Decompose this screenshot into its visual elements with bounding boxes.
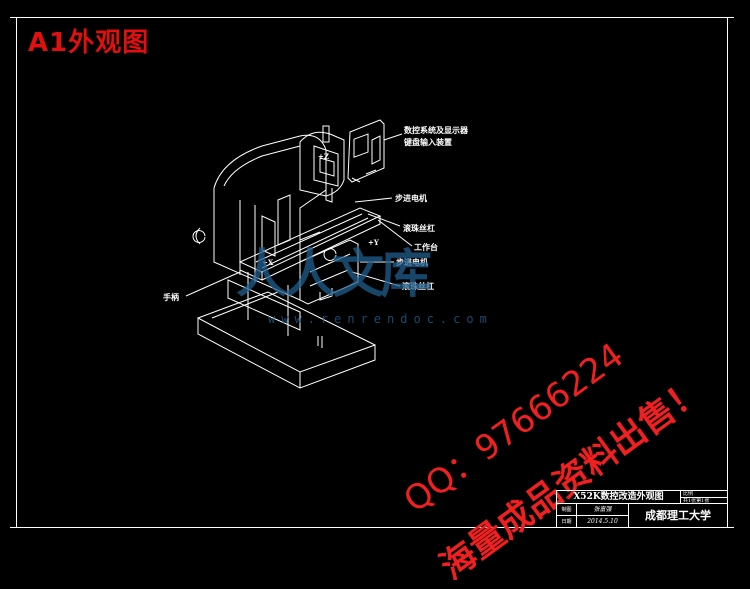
axis-label-y: +Y: [368, 238, 379, 247]
callout-ball-screw-mid: 滚珠丝杠: [402, 281, 434, 291]
callout-handle: 手柄: [163, 292, 179, 302]
axis-label-x: +X: [262, 258, 274, 267]
page-title: A1外观图: [28, 28, 150, 58]
callout-stepper-motor-top: 步进电机: [395, 193, 427, 203]
watermark-logo: 人人文库: [236, 244, 432, 305]
callout-cnc-system-line2: 键盘输入装置: [404, 137, 452, 147]
control-panel: [347, 119, 385, 183]
frame-tick: [10, 527, 16, 528]
date-value: 2014.5.10: [577, 516, 629, 528]
callout-stepper-motor-mid: 步进电机: [396, 257, 428, 267]
knee-saddle: [299, 239, 359, 348]
sheet-label: 共1张第1张: [681, 498, 727, 504]
frame-tick: [728, 17, 734, 18]
drawing-frame: [16, 17, 728, 528]
title-block: X52K数控改造外观图 比例 共1张第1张 制图 张富强 日期 2014.5.1…: [556, 490, 728, 528]
spindle-head: [299, 125, 345, 203]
drawing-title: X52K数控改造外观图: [557, 491, 681, 504]
ratio-label: 比例: [681, 491, 727, 498]
axis-label-z: +Z: [318, 152, 329, 161]
frame-tick: [728, 527, 734, 528]
frame-tick: [10, 17, 16, 18]
leader-lines: [185, 133, 413, 297]
callout-cnc-system: 数控系统及显示器: [404, 125, 468, 135]
milling-machine-drawing: [185, 119, 413, 389]
watermark-url: www.renrendoc.com: [268, 312, 493, 326]
machine-base: [197, 291, 376, 389]
drawn-by-value: 张富强: [577, 504, 629, 516]
callout-ball-screw-top: 滚珠丝杠: [403, 223, 435, 233]
school-name: 成都理工大学: [645, 509, 711, 522]
drawn-by-label: 制图: [557, 504, 577, 516]
date-label: 日期: [557, 516, 577, 528]
callout-worktable: 工作台: [414, 242, 438, 252]
